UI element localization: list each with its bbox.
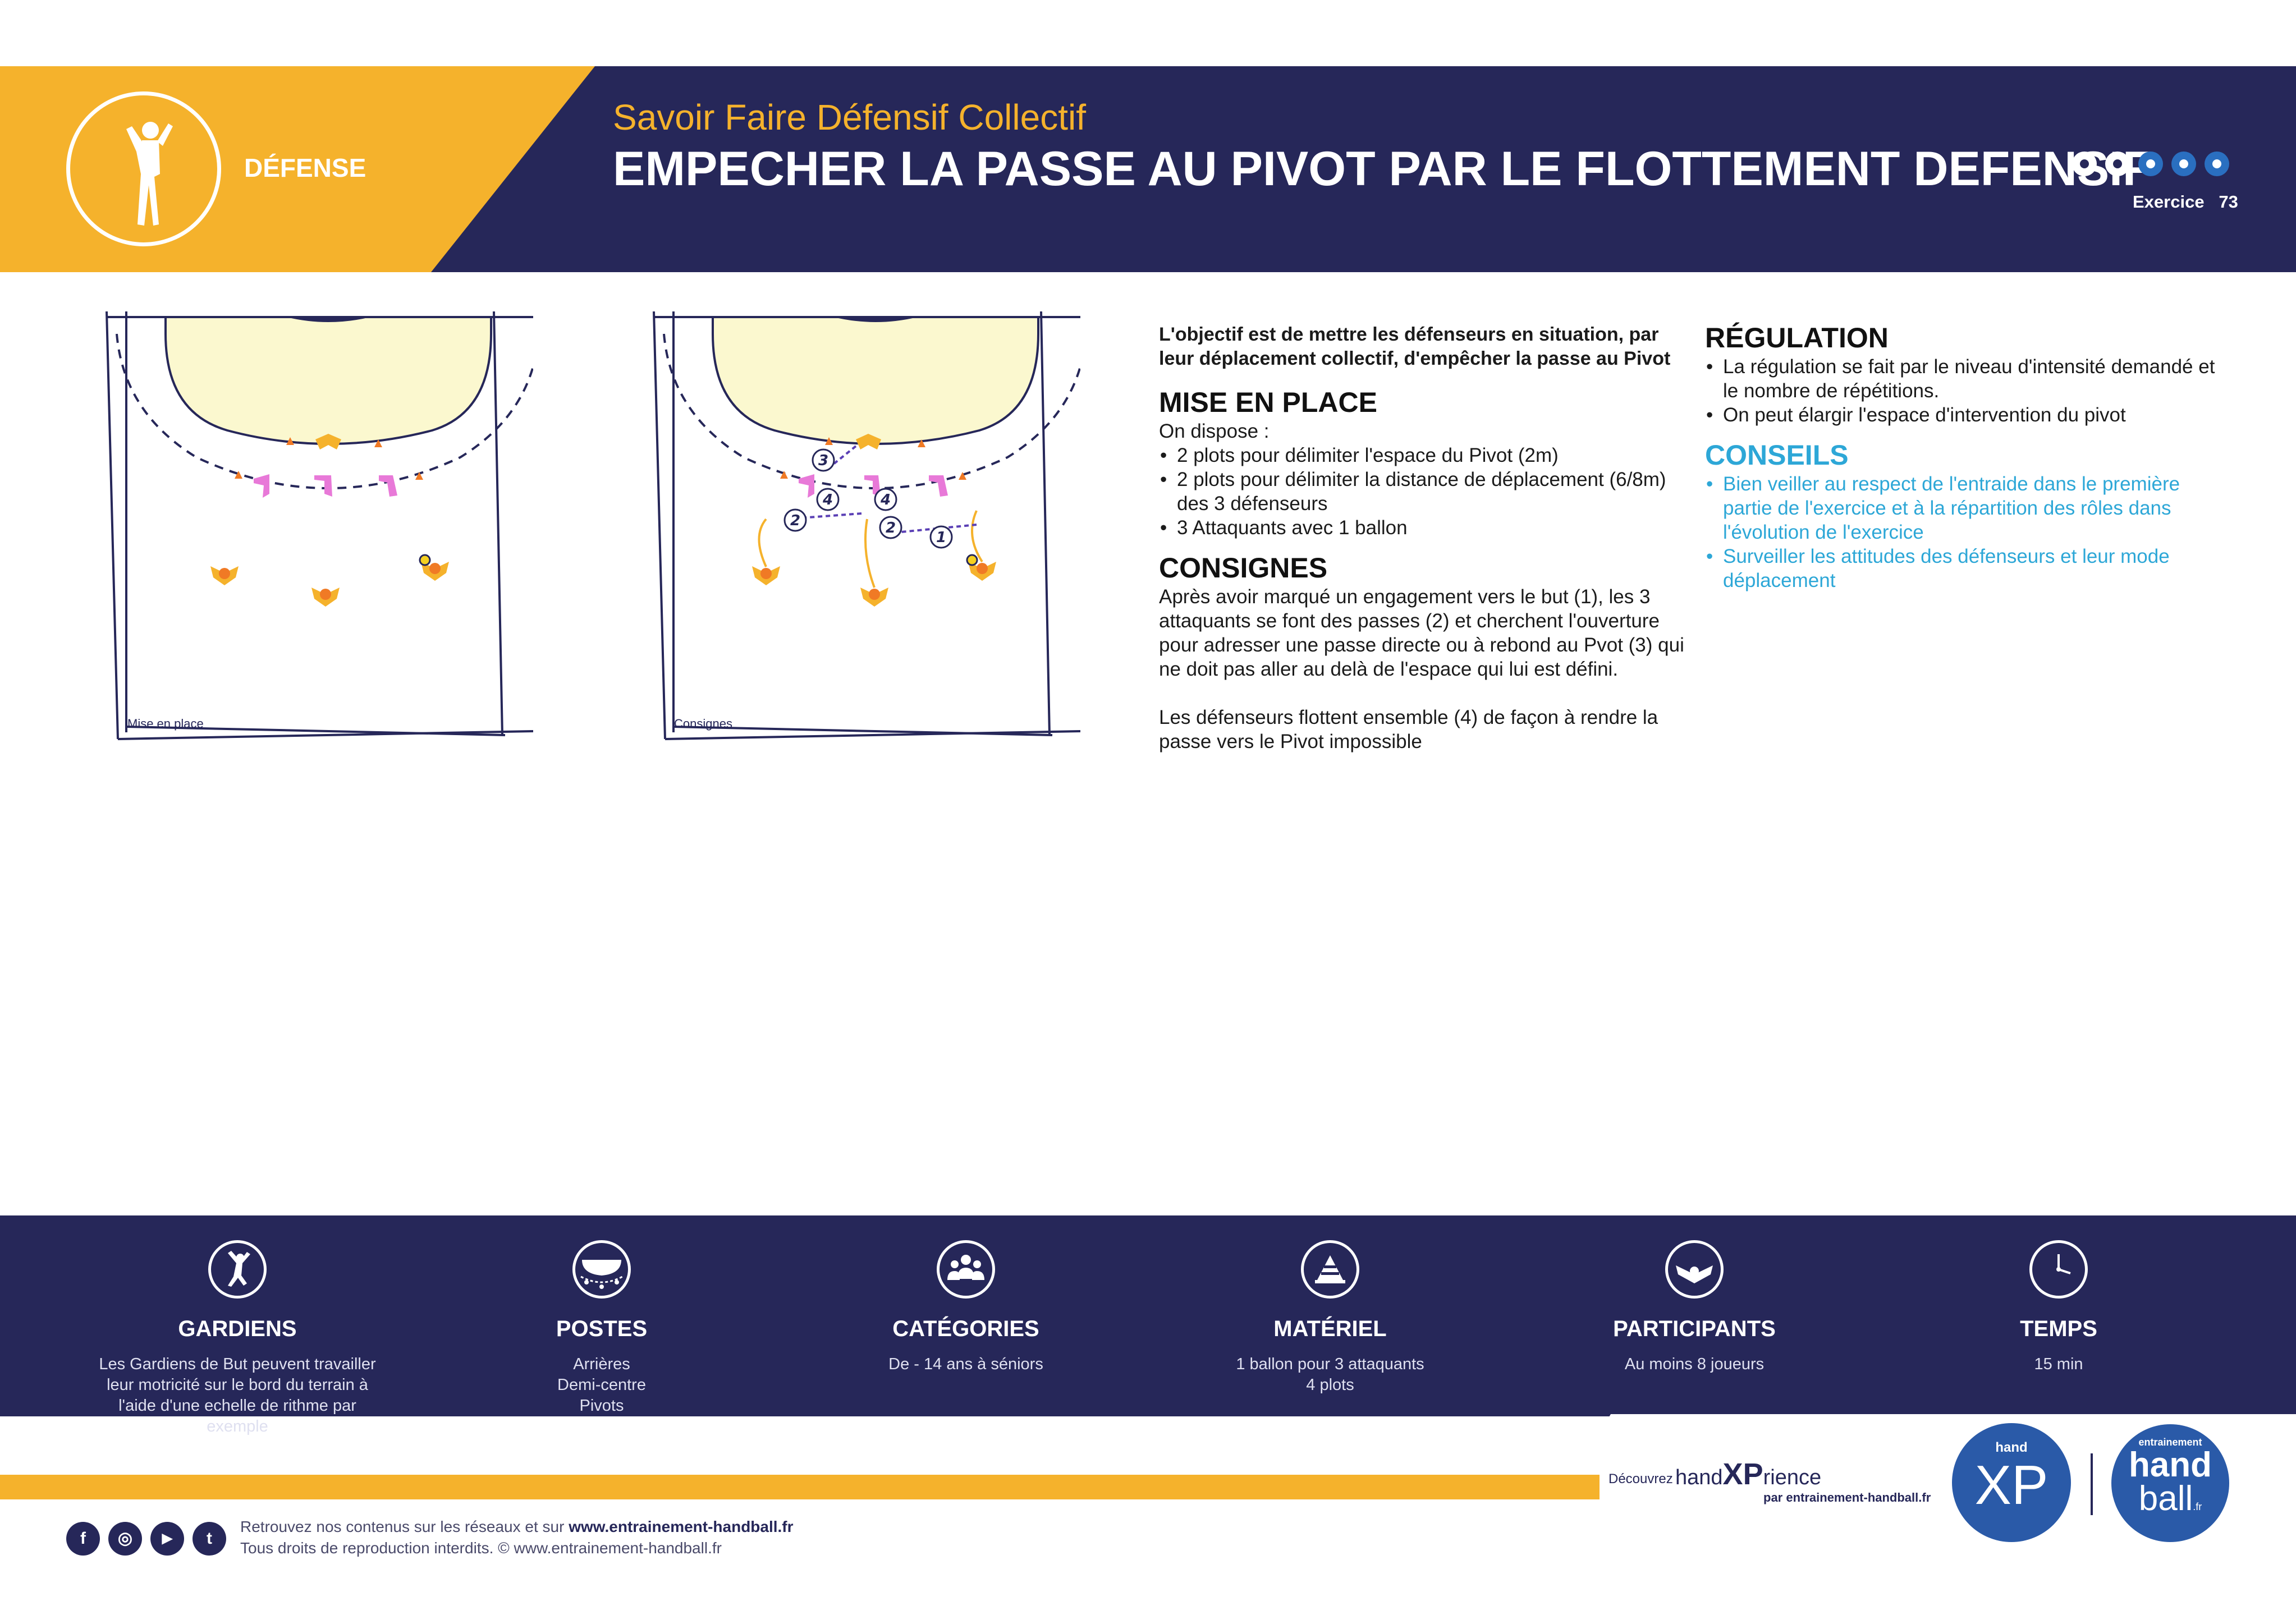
- arrow-label: 4: [880, 492, 891, 508]
- exercise-number: Exercice 73: [2133, 192, 2238, 212]
- twitter-icon[interactable]: t: [193, 1522, 226, 1556]
- youtube-icon[interactable]: ▶: [150, 1522, 184, 1556]
- logo-divider: [2091, 1453, 2093, 1515]
- entrainement-handball-logo[interactable]: entrainement hand ball.fr: [2111, 1424, 2229, 1542]
- list-item: 2 plots pour délimiter l'espace du Pivot…: [1160, 443, 1687, 467]
- objective-text: L'objectif est de mettre les défenseurs …: [1159, 324, 1671, 369]
- footer-text: Retrouvez nos contenus sur les réseaux e…: [240, 1518, 794, 1557]
- info-categories: CATÉGORIES De - 14 ans à séniors: [798, 1240, 1134, 1375]
- cone-icon: [780, 437, 966, 480]
- instructions-paragraph: Les défenseurs flottent ensemble (4) de …: [1159, 707, 1658, 753]
- coaching-notes: RÉGULATION La régulation se fait par le …: [1705, 321, 2233, 593]
- footer-orange-bar: [0, 1475, 1600, 1499]
- tips-heading: CONSEILS: [1705, 439, 1849, 471]
- list-item: Bien veiller au respect de l'entraide da…: [1706, 472, 2233, 544]
- instagram-icon[interactable]: ◎: [108, 1522, 142, 1556]
- defense-logo-icon: [66, 91, 221, 246]
- category-label: DÉFENSE: [244, 153, 366, 182]
- facebook-icon[interactable]: f: [66, 1522, 100, 1556]
- exercise-description: L'objectif est de mettre les défenseurs …: [1159, 323, 1687, 754]
- arrow-label: 3: [818, 452, 828, 469]
- info-positions: POSTES Arrières Demi-centre Pivots: [433, 1240, 770, 1416]
- court-positions-icon: [572, 1240, 631, 1299]
- goalkeeper-icon: [208, 1240, 267, 1299]
- setup-list: 2 plots pour délimiter l'espace du Pivot…: [1159, 443, 1687, 540]
- cone-icon: [1301, 1240, 1359, 1299]
- info-time: TEMPS 15 min: [1890, 1240, 2227, 1375]
- handxp-badge[interactable]: hand XP: [1952, 1423, 2071, 1542]
- group-icon: [937, 1240, 995, 1299]
- tips-list: Bien veiller au respect de l'entraide da…: [1705, 472, 2233, 593]
- list-item: La régulation se fait par le niveau d'in…: [1706, 355, 2233, 403]
- arrow-label: 2: [886, 520, 896, 536]
- website-link[interactable]: www.entrainement-handball.fr: [569, 1518, 794, 1535]
- list-item: On peut élargir l'espace d'intervention …: [1706, 403, 2233, 427]
- exercise-title: EMPECHER LA PASSE AU PIVOT PAR LE FLOTTE…: [613, 142, 2152, 196]
- info-equipment: MATÉRIEL 1 ballon pour 3 attaquants 4 pl…: [1162, 1240, 1498, 1396]
- list-item: 2 plots pour délimiter la distance de dé…: [1160, 467, 1687, 516]
- instructions-heading: CONSIGNES: [1159, 552, 1328, 584]
- info-participants: PARTICIPANTS Au moins 8 joueurs: [1526, 1240, 1863, 1375]
- instructions-diagram-caption: Consignes: [674, 717, 732, 731]
- setup-lead: On dispose :: [1159, 420, 1270, 442]
- arrow-label: 4: [822, 492, 833, 508]
- players-icon: [1665, 1240, 1724, 1299]
- cone-icon: [235, 437, 423, 480]
- info-goalkeepers: GARDIENS Les Gardiens de But peuvent tra…: [69, 1240, 406, 1437]
- list-item: 3 Attaquants avec 1 ballon: [1160, 516, 1687, 540]
- regulation-heading: RÉGULATION: [1705, 322, 1889, 354]
- exercise-subtitle: Savoir Faire Défensif Collectif: [613, 97, 1086, 137]
- instructions-court-diagram: 1 2 2 3 4 4: [653, 311, 1080, 740]
- setup-diagram-caption: Mise en place: [127, 717, 204, 731]
- setup-heading: MISE EN PLACE: [1159, 387, 1377, 418]
- instructions-paragraph: Après avoir marqué un engagement vers le…: [1159, 586, 1684, 680]
- clock-icon: [2029, 1240, 2088, 1299]
- promo-discover: Découvrez: [1608, 1471, 1673, 1487]
- info-band: [0, 1215, 2296, 1416]
- arrow-label: 2: [790, 512, 800, 529]
- setup-court-diagram: [106, 311, 533, 740]
- promo-by: par entrainement-handball.fr: [1763, 1490, 1931, 1504]
- difficulty-balls-icon: [2072, 152, 2229, 176]
- list-item: Surveiller les attitudes des défenseurs …: [1706, 544, 2233, 593]
- regulation-list: La régulation se fait par le niveau d'in…: [1705, 355, 2233, 427]
- arrow-label: 1: [936, 529, 946, 546]
- handxprience-brand: handXPrience: [1675, 1457, 1822, 1491]
